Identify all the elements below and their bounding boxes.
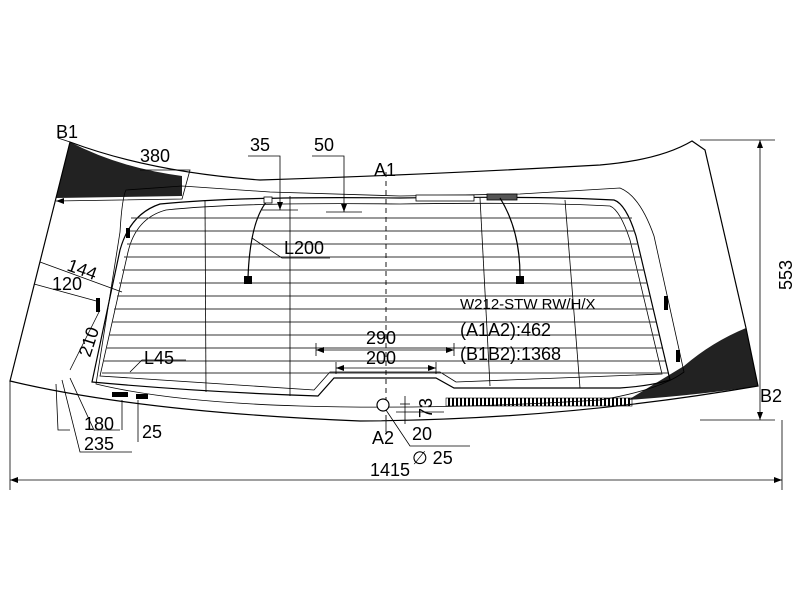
dim-210: 210 (75, 324, 103, 359)
antenna-strip-right (486, 193, 518, 201)
terminal-top (263, 196, 273, 204)
dim-200: 200 (366, 348, 396, 368)
arrowheads (10, 140, 782, 483)
bottom-frit-strip (445, 397, 633, 407)
dim-25-left: 25 (142, 422, 162, 442)
glass-outline (9, 140, 759, 422)
corner-shade-left (56, 142, 182, 198)
antenna-strip-left (415, 194, 475, 202)
dim-290: 290 (366, 328, 396, 348)
model-code: W212-STW RW/H/X (460, 296, 596, 313)
grid-vertical-lines (204, 196, 581, 396)
dim-50: 50 (314, 135, 334, 155)
side-clips (96, 228, 680, 399)
dim-380: 380 (140, 146, 170, 166)
dim-1415: 1415 (370, 460, 410, 480)
dim-180: 180 (84, 414, 114, 434)
dim-hole-25: ∅ 25 (412, 448, 453, 468)
dim-235: 235 (84, 434, 114, 454)
wiper-hole (376, 398, 390, 412)
cable-left (247, 199, 269, 279)
label-a1: A1 (374, 160, 396, 180)
dim-l45: L45 (144, 348, 174, 368)
label-b1: B1 (56, 122, 78, 142)
inner-edge-line (95, 185, 685, 408)
dim-20: 20 (412, 424, 432, 444)
connector-right (516, 276, 524, 284)
heating-grid-border (91, 196, 671, 397)
label-a2: A2 (372, 428, 394, 448)
spec-a1a2: (A1A2):462 (460, 320, 551, 340)
dim-553: 553 (776, 260, 796, 290)
label-b2: B2 (760, 386, 782, 406)
dim-l200: L200 (284, 238, 324, 258)
spec-b1b2: (B1B2):1368 (460, 344, 561, 364)
dim-35: 35 (250, 135, 270, 155)
dim-73: 73 (416, 398, 436, 418)
heater-lines (102, 217, 668, 374)
dimension-lines (9, 137, 783, 490)
connector-left (244, 276, 252, 284)
dim-120: 120 (52, 274, 82, 294)
cable-right (499, 197, 521, 277)
